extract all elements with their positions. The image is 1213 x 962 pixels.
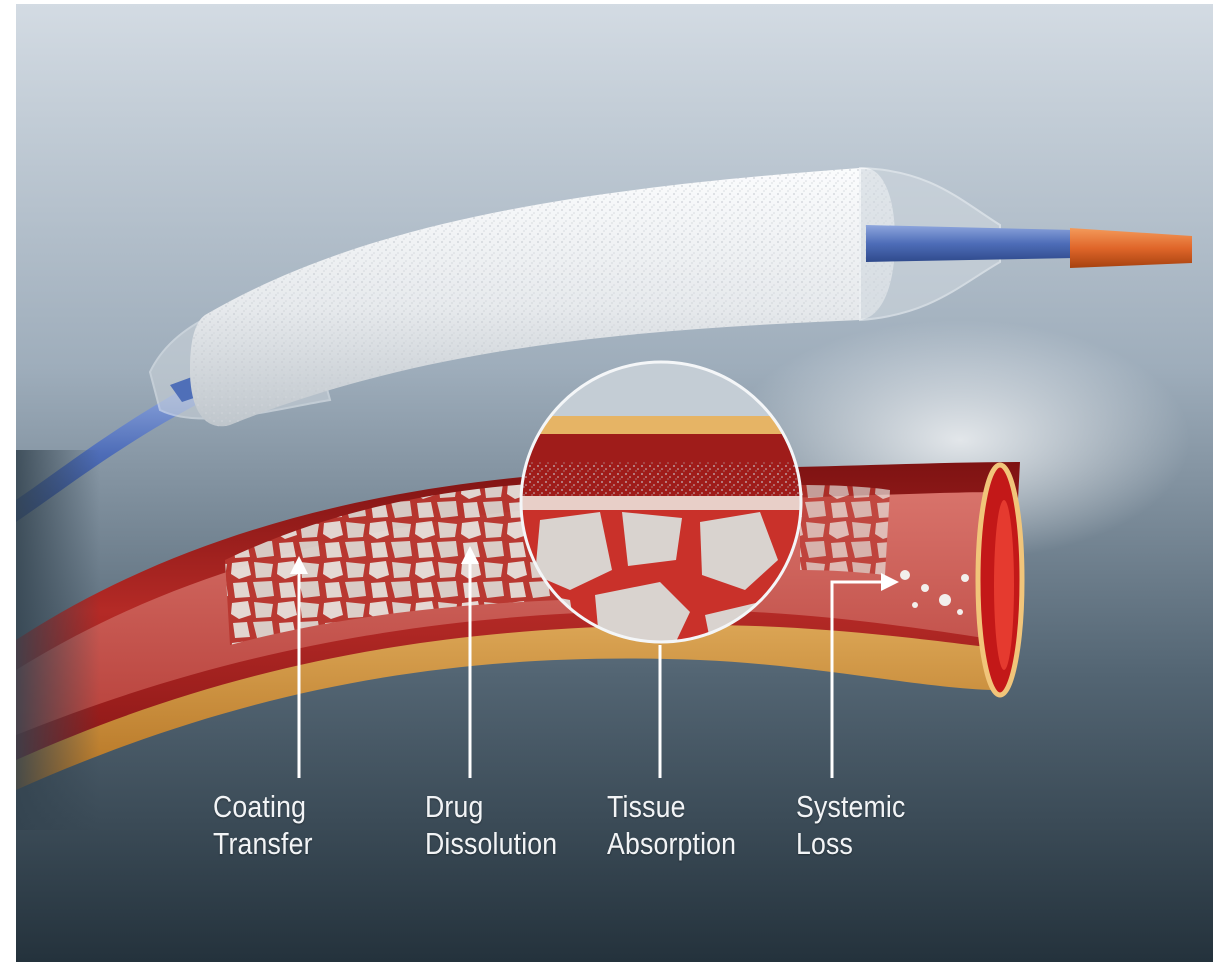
label-line: Transfer	[213, 825, 313, 862]
label-line: Loss	[796, 825, 906, 862]
label-drug-dissolution: Drug Dissolution	[425, 788, 557, 862]
label-tissue-absorption: Tissue Absorption	[607, 788, 736, 862]
label-line: Dissolution	[425, 825, 557, 862]
top-border	[0, 0, 1213, 4]
label-line: Coating	[213, 788, 313, 825]
label-systemic-loss: Systemic Loss	[796, 788, 906, 862]
label-line: Systemic	[796, 788, 906, 825]
distal-shaft	[866, 225, 1075, 262]
label-coating-transfer: Coating Transfer	[213, 788, 313, 862]
label-line: Drug	[425, 788, 557, 825]
label-line: Tissue	[607, 788, 736, 825]
left-border	[0, 0, 16, 962]
label-line: Absorption	[607, 825, 736, 862]
